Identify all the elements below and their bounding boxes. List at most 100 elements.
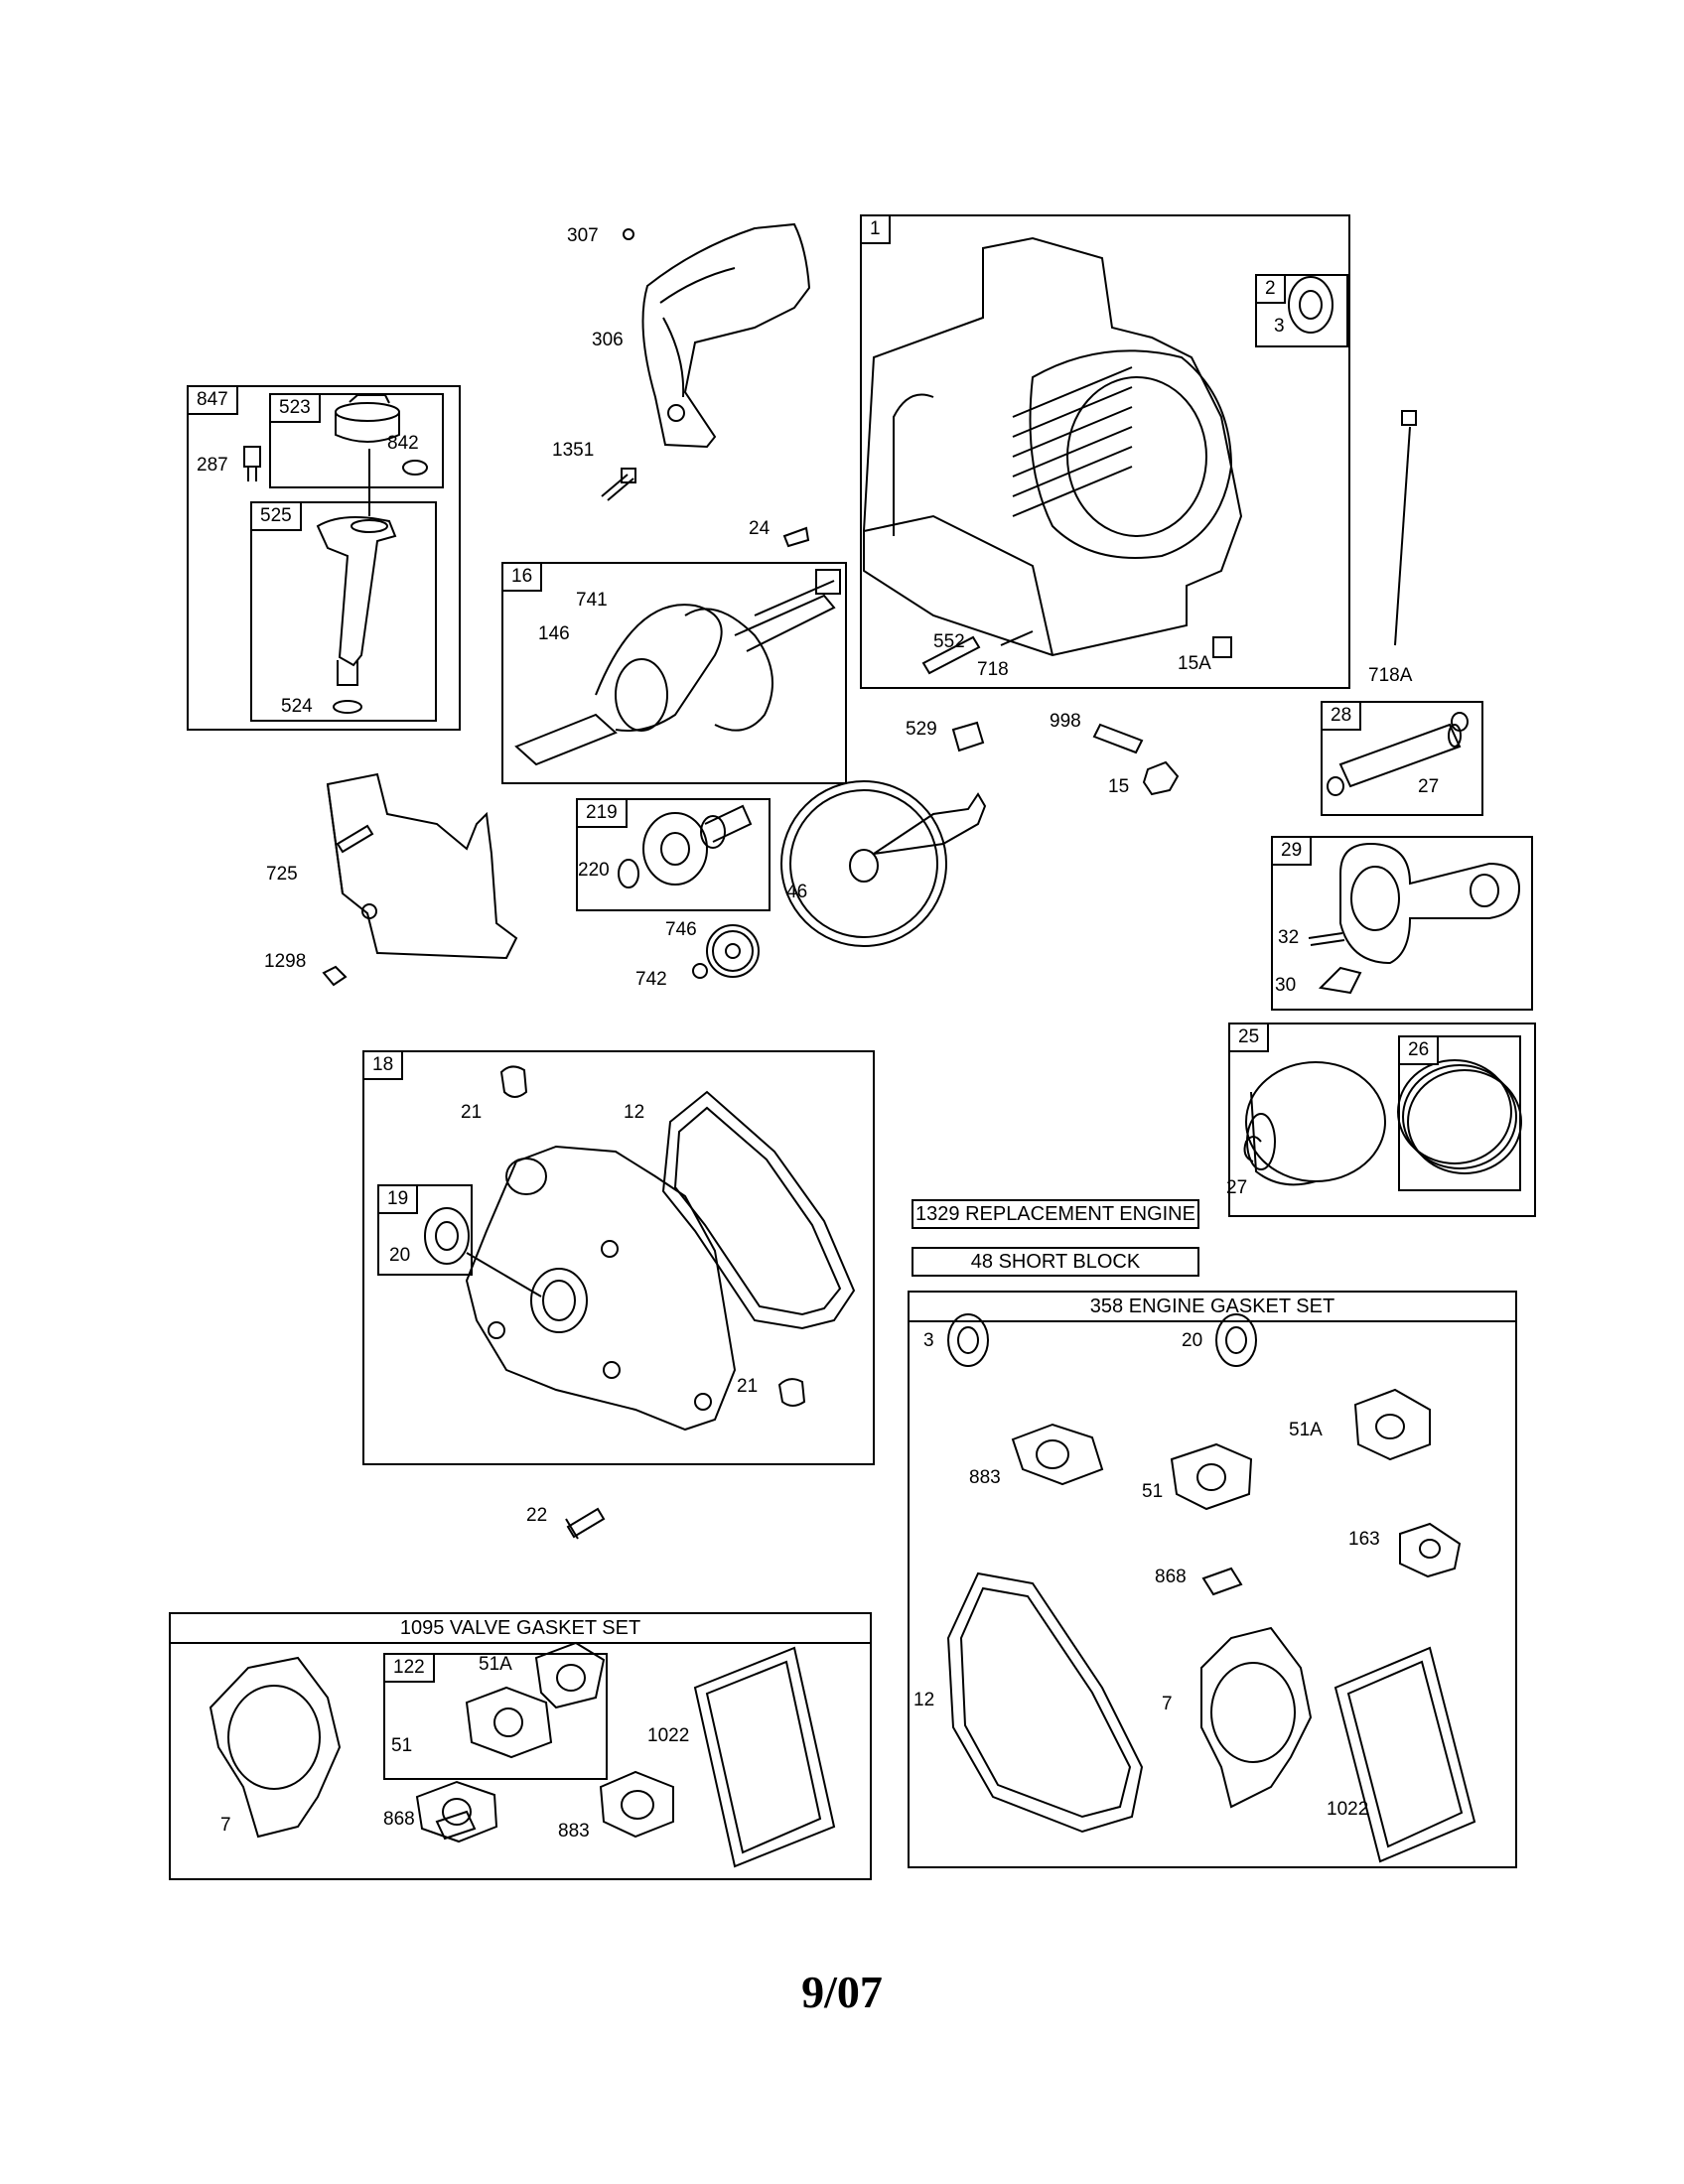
callout-3-seal: 3 — [1274, 316, 1285, 337]
dipstick-tube-drawing — [316, 516, 397, 714]
assembly-box-523: 523 — [269, 393, 444, 488]
pin-718a-drawing — [1394, 410, 1417, 646]
box-tag-16: 16 — [503, 564, 543, 592]
callout-1351: 1351 — [552, 440, 595, 461]
engine-gasket-set-box: 358 ENGINE GASKET SET — [908, 1291, 1517, 1868]
box-tag-1: 1 — [862, 216, 891, 244]
callout-12-cover: 12 — [624, 1102, 645, 1123]
box-tag-219: 219 — [578, 800, 628, 828]
callout-46: 46 — [786, 882, 808, 902]
callout-22: 22 — [526, 1505, 548, 1526]
nut-1298-drawing — [322, 965, 348, 987]
callout-718: 718 — [977, 659, 1009, 680]
callout-529: 529 — [906, 719, 937, 740]
callout-15: 15 — [1108, 776, 1130, 797]
box-tag-25: 25 — [1230, 1024, 1270, 1052]
callout-220: 220 — [578, 860, 610, 881]
callout-741: 741 — [576, 590, 608, 611]
governor-gear-drawing — [618, 804, 753, 888]
callout-998: 998 — [1050, 711, 1081, 732]
callout-552: 552 — [933, 631, 965, 652]
callout-746: 746 — [665, 919, 697, 940]
callout-1022-kit: 1022 — [1327, 1799, 1369, 1820]
page-footer-date: 9/07 — [801, 1967, 883, 2017]
bolt-22-drawing — [565, 1507, 606, 1540]
connecting-rod-drawing — [1308, 842, 1521, 995]
callout-883-valve: 883 — [558, 1821, 590, 1842]
callout-725: 725 — [266, 864, 298, 885]
nut-529-drawing — [951, 721, 985, 752]
callout-883-kit: 883 — [969, 1467, 1001, 1488]
plug-21-drawing — [499, 1065, 806, 1407]
callout-1298: 1298 — [264, 951, 307, 972]
callout-868-kit: 868 — [1155, 1567, 1187, 1587]
o-ring-842-drawing — [402, 460, 428, 476]
box-tag-122: 122 — [385, 1655, 435, 1683]
air-guide-drawing — [326, 772, 518, 960]
assembly-box-18: 18 — [362, 1050, 875, 1465]
callout-524: 524 — [281, 696, 313, 717]
callout-32: 32 — [1278, 927, 1300, 948]
pin-718-drawing — [1000, 630, 1034, 646]
gear-746-drawing — [692, 924, 760, 979]
valve-gasket-set-box: 1095 VALVE GASKET SET — [169, 1612, 872, 1880]
assembly-box-122: 122 — [383, 1653, 608, 1780]
blower-housing-drawing — [623, 222, 811, 449]
assembly-box-19: 19 — [377, 1184, 473, 1276]
callout-12-kit: 12 — [913, 1690, 935, 1710]
callout-1022-valve: 1022 — [647, 1725, 690, 1746]
callout-20-cover: 20 — [389, 1245, 411, 1266]
callout-21-bottom: 21 — [737, 1376, 759, 1397]
callout-718A: 718A — [1368, 665, 1413, 686]
seal-2-drawing — [1288, 276, 1333, 334]
valve-gasket-set-title: 1095 VALVE GASKET SET — [171, 1614, 870, 1644]
crankshaft-drawing — [514, 569, 841, 766]
box-tag-523: 523 — [271, 395, 321, 423]
callout-3-kit: 3 — [923, 1330, 934, 1351]
box-tag-28: 28 — [1323, 703, 1362, 731]
piston-drawing — [1243, 1061, 1386, 1186]
valve-gasket-set-drawings — [209, 1641, 836, 1868]
box-tag-29: 29 — [1273, 838, 1313, 866]
key-drawing — [782, 526, 810, 548]
callout-307: 307 — [567, 225, 599, 246]
screw-287-drawing — [243, 446, 261, 481]
callout-24: 24 — [749, 518, 771, 539]
assembly-box-29: 29 — [1271, 836, 1533, 1011]
callout-7-valve: 7 — [220, 1815, 231, 1836]
box-tag-18: 18 — [364, 1052, 404, 1080]
callout-20-kit: 20 — [1182, 1330, 1203, 1351]
kit-short-block: 48 SHORT BLOCK — [912, 1247, 1199, 1277]
assembly-box-1: 1 — [860, 214, 1350, 689]
callout-146: 146 — [538, 623, 570, 644]
breather-tube-drawing — [601, 468, 636, 501]
engine-gasket-set-title: 358 ENGINE GASKET SET — [910, 1293, 1515, 1322]
box-tag-26: 26 — [1400, 1037, 1440, 1065]
dowel-552-drawing — [921, 635, 981, 675]
callout-306: 306 — [592, 330, 624, 350]
box-tag-847: 847 — [189, 387, 238, 415]
callout-51A-valve: 51A — [479, 1654, 512, 1675]
callout-287: 287 — [197, 455, 228, 476]
dipstick-cap-drawing — [335, 394, 400, 443]
callout-15A: 15A — [1178, 653, 1211, 674]
assembly-box-525: 525 — [250, 501, 437, 722]
engine-gasket-set-drawings — [946, 1313, 1476, 1863]
callout-51-valve: 51 — [391, 1735, 413, 1756]
piston-pin-drawing — [1327, 712, 1469, 796]
seal-19-drawing — [424, 1207, 470, 1265]
plug-15a-drawing — [1212, 636, 1232, 658]
box-tag-19: 19 — [379, 1186, 419, 1214]
callout-7-kit: 7 — [1162, 1694, 1173, 1714]
stud-998-drawing — [1092, 723, 1144, 754]
assembly-box-219: 219 — [576, 798, 771, 911]
cylinder-block-drawing — [863, 236, 1243, 657]
assembly-box-26: 26 — [1398, 1035, 1521, 1191]
assembly-box-25: 25 — [1228, 1023, 1536, 1217]
callout-742: 742 — [635, 969, 667, 990]
kit-replacement-engine: 1329 REPLACEMENT ENGINE — [912, 1199, 1199, 1229]
nut-15-drawing — [1142, 760, 1180, 796]
box-tag-2: 2 — [1257, 276, 1286, 304]
